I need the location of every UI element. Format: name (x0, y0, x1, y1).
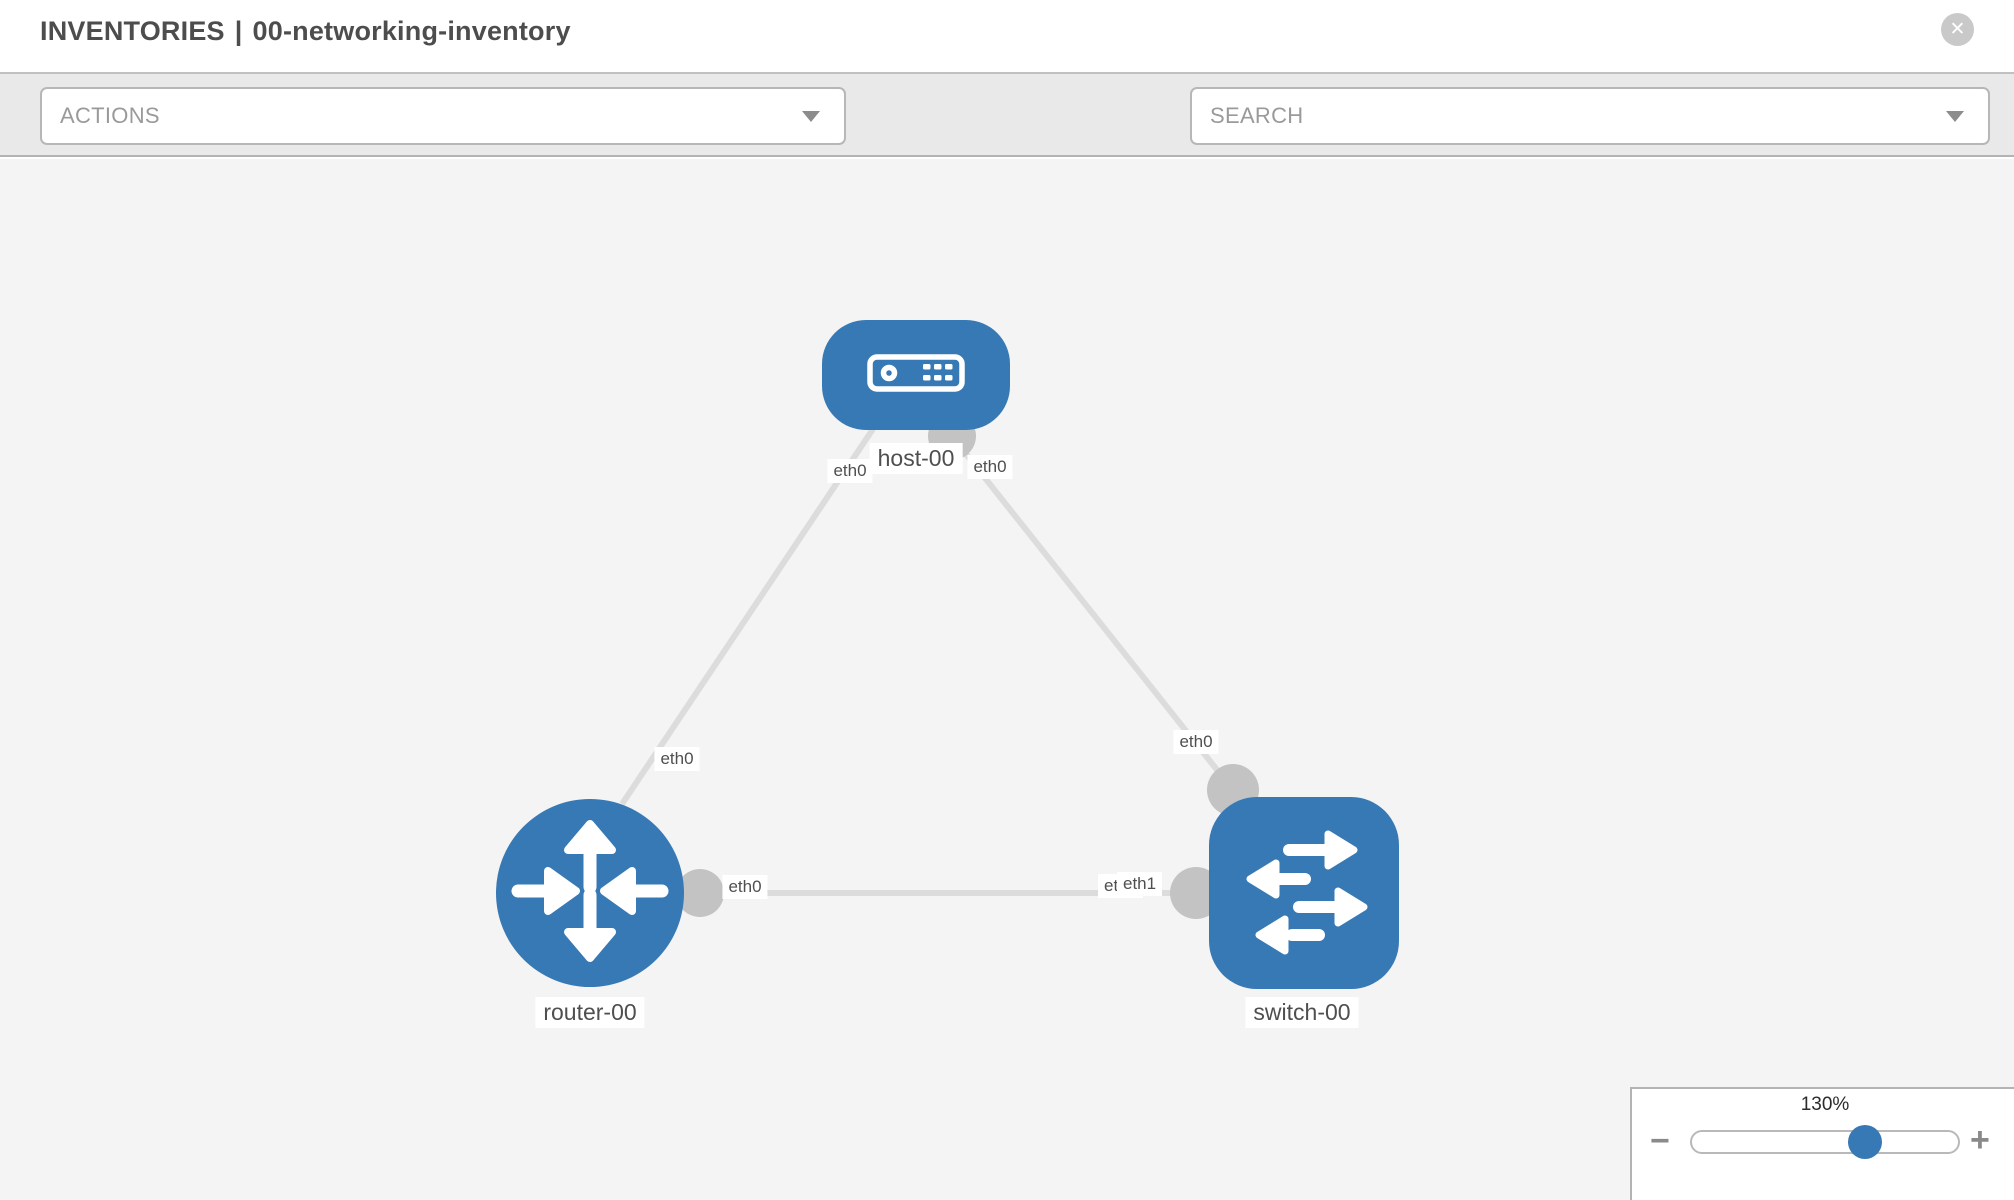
topology-links-layer (619, 412, 1259, 919)
topology-canvas[interactable]: eth0 eth0 eth0 eth0 eth0 eth0 eth1 host-… (0, 159, 2014, 1200)
search-dropdown[interactable]: SEARCH (1190, 87, 1990, 145)
iface-label-switch-eth1: eth1 (1117, 872, 1163, 896)
router-icon (496, 797, 684, 990)
actions-dropdown[interactable]: ACTIONS (40, 87, 846, 145)
close-icon: ✕ (1949, 19, 1966, 40)
node-label-host-00: host-00 (869, 443, 963, 474)
node-router-00[interactable] (496, 799, 684, 987)
header: INVENTORIES | 00-networking-inventory ✕ (0, 0, 2014, 72)
breadcrumb-separator: | (234, 16, 243, 46)
zoom-slider-thumb[interactable] (1848, 1125, 1882, 1159)
chevron-down-icon (1946, 110, 1964, 122)
search-placeholder: SEARCH (1210, 103, 1304, 128)
node-host-00[interactable] (822, 320, 1010, 430)
actions-dropdown-label: ACTIONS (60, 103, 160, 128)
switch-icon (1209, 795, 1399, 992)
zoom-slider-track[interactable] (1690, 1125, 1960, 1159)
iface-label-host-eth0-right: eth0 (967, 455, 1013, 479)
node-label-router-00: router-00 (535, 997, 645, 1028)
zoom-out-button[interactable]: − (1650, 1122, 1670, 1160)
zoom-level-value: 130% (1800, 1094, 1850, 1115)
node-switch-00[interactable] (1209, 797, 1399, 989)
inventory-name: 00-networking-inventory (252, 16, 571, 46)
iface-label-router-eth0-uplink: eth0 (654, 747, 700, 771)
node-label-switch-00: switch-00 (1245, 997, 1359, 1028)
close-button[interactable]: ✕ (1941, 13, 1974, 46)
iface-label-switch-eth0-top: eth0 (1173, 730, 1219, 754)
iface-label-router-eth0-right: eth0 (722, 875, 768, 899)
link-host-router (619, 427, 876, 806)
host-icon (867, 353, 965, 397)
port-circle-router[interactable] (676, 869, 724, 917)
toolbar: ACTIONS SEARCH (0, 72, 2014, 203)
chevron-down-icon (802, 110, 820, 122)
iface-label-host-eth0-left: eth0 (827, 459, 873, 483)
zoom-in-button[interactable]: + (1970, 1121, 1990, 1159)
breadcrumb-section: INVENTORIES (40, 16, 225, 46)
page-title: INVENTORIES | 00-networking-inventory (40, 16, 571, 47)
